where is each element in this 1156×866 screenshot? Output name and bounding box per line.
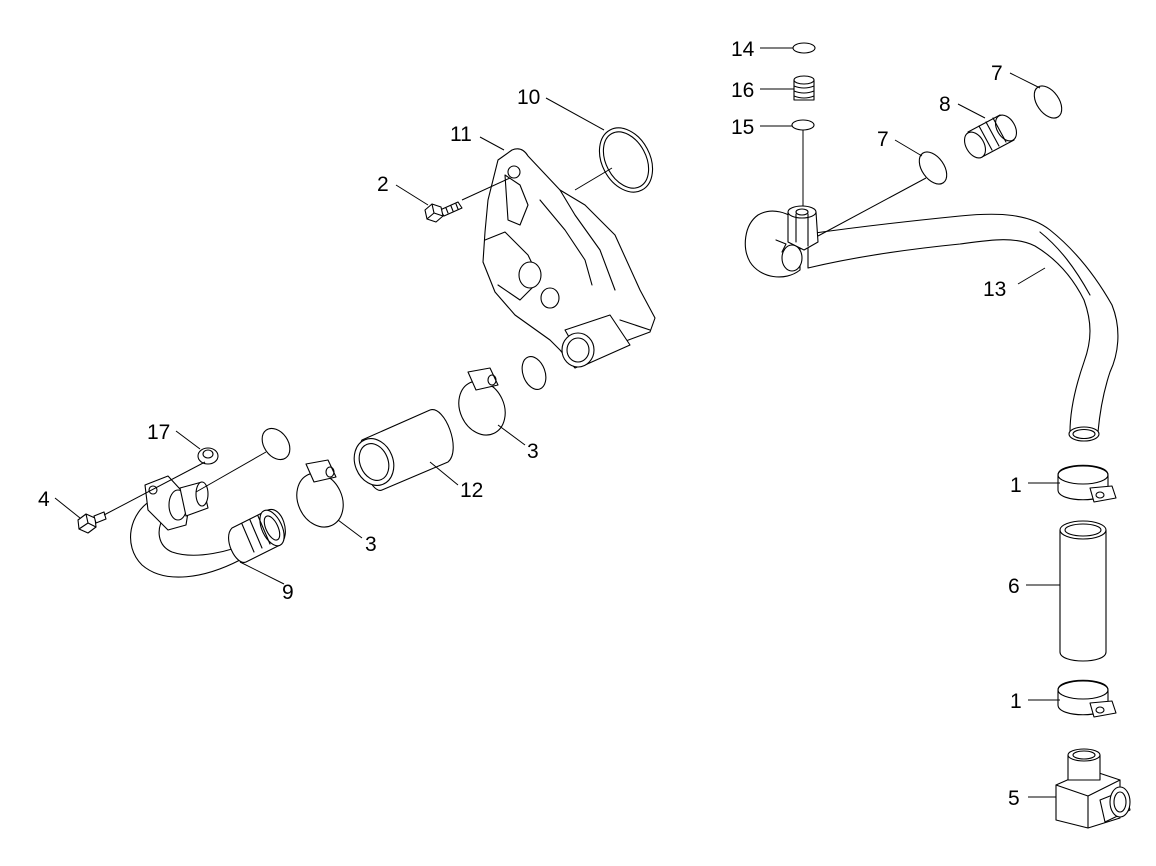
part-5-elbow-fitting[interactable]: [1055, 748, 1131, 829]
callout-3-lower: 3: [365, 533, 377, 556]
callout-7-upper: 7: [991, 62, 1003, 85]
part-10-o-ring[interactable]: [589, 119, 663, 202]
part-1-clamp-upper[interactable]: [1057, 464, 1117, 503]
callout-17: 17: [147, 421, 170, 444]
callout-14: 14: [731, 38, 755, 61]
leader-lines: [54, 47, 1060, 798]
callout-13: 13: [983, 278, 1006, 301]
callout-4: 4: [38, 488, 50, 511]
callout-16: 16: [731, 79, 754, 102]
part-4-bolt[interactable]: [77, 511, 107, 534]
housing-o-ring[interactable]: [518, 353, 550, 392]
callout-10: 10: [517, 86, 540, 109]
callout-6: 6: [1008, 575, 1020, 598]
flange-o-ring[interactable]: [256, 423, 295, 465]
callout-5: 5: [1008, 787, 1020, 810]
part-15-o-ring[interactable]: [791, 119, 815, 131]
part-7-o-ring-middle[interactable]: [914, 147, 953, 189]
part-7-o-ring-upper[interactable]: [1029, 81, 1068, 123]
callout-8: 8: [939, 93, 951, 116]
callouts: 10 11 2 14 16 15 7 8 7 13 1 6 1 5 12 3 3…: [38, 38, 1022, 810]
part-11-housing[interactable]: [482, 148, 656, 369]
callout-9: 9: [282, 581, 294, 604]
callout-1-lower: 1: [1010, 690, 1022, 713]
part-1-clamp-lower[interactable]: [1057, 679, 1117, 718]
callout-12: 12: [460, 479, 483, 502]
part-14-o-ring[interactable]: [792, 42, 816, 54]
part-12-hose[interactable]: [347, 409, 454, 492]
callout-2: 2: [377, 173, 389, 196]
part-13-pipe[interactable]: [744, 205, 1119, 442]
part-3-clamp-lower[interactable]: [288, 459, 352, 535]
callout-11: 11: [450, 123, 472, 146]
part-9-u-pipe[interactable]: [129, 475, 290, 578]
part-6-hose[interactable]: [1059, 520, 1107, 662]
callout-15: 15: [731, 116, 754, 139]
part-8-nipple[interactable]: [960, 111, 1021, 161]
part-3-clamp-upper[interactable]: [450, 367, 514, 443]
part-16-plug[interactable]: [793, 75, 815, 101]
part-17-nut[interactable]: [197, 447, 219, 465]
callout-7-middle: 7: [877, 128, 889, 151]
callout-1-upper: 1: [1010, 474, 1022, 497]
callout-3-upper: 3: [527, 440, 539, 463]
part-2-bolt[interactable]: [424, 201, 463, 223]
